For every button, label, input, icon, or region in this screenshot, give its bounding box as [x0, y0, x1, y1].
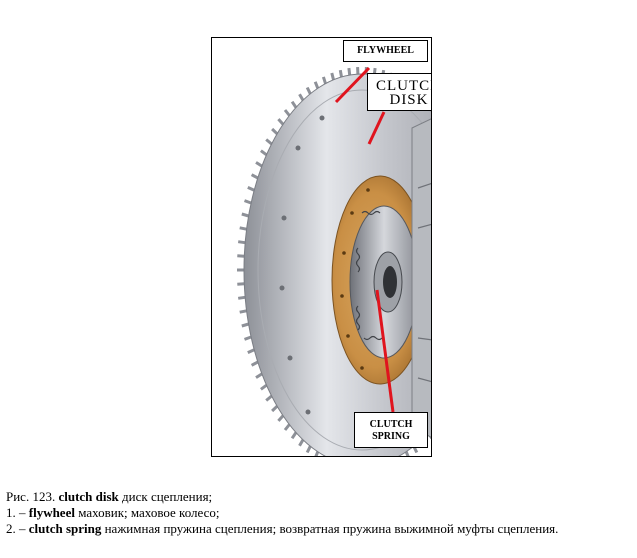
gear-tooth	[250, 360, 259, 367]
gear-tooth	[338, 69, 343, 78]
gear-tooth	[260, 383, 268, 391]
flywheel-bolt-holes	[279, 115, 325, 415]
gear-tooth	[241, 322, 250, 328]
gear-tooth	[290, 431, 298, 440]
gear-tooth	[239, 309, 247, 314]
gear-tooth	[324, 455, 325, 456]
gear-tooth	[347, 67, 352, 76]
gear-tooth	[283, 109, 291, 117]
clutch-disk-pointer	[367, 111, 386, 145]
gear-tooth	[305, 445, 312, 454]
caption-item-1: 1. – flywheel маховик; маховое колесо;	[6, 505, 220, 520]
caption-item-2: 2. – clutch spring нажимная пружина сцеп…	[6, 521, 559, 536]
gear-tooth	[237, 282, 245, 286]
clutch-assembly-illustration	[237, 66, 431, 456]
gear-tooth	[298, 438, 305, 447]
gear-tooth	[255, 372, 263, 379]
gear-tooth	[290, 100, 298, 109]
clutch-spring-callout: CLUTCH SPRING	[354, 412, 428, 448]
gear-tooth	[237, 295, 246, 300]
gear-tooth	[271, 405, 279, 413]
flywheel-pointer	[334, 66, 371, 104]
gear-tooth	[298, 93, 305, 102]
gear-tooth	[260, 149, 268, 157]
caption-title: Рис. 123. clutch disk диск сцепления;	[6, 489, 213, 504]
figure-frame: FLYWHEEL CLUTCH DISK CLUTCH SPRING	[211, 37, 432, 457]
gear-tooth	[277, 118, 285, 126]
gear-tooth	[283, 423, 291, 431]
gear-tooth	[265, 138, 273, 146]
lining-rivets	[340, 188, 370, 370]
caption-item-1-term: flywheel	[28, 505, 75, 520]
gear-tooth	[239, 226, 247, 231]
gear-tooth	[271, 127, 279, 135]
gear-tooth	[255, 161, 263, 168]
gear-tooth	[247, 186, 255, 192]
figure-caption: Рис. 123. clutch disk диск сцепления; 1.…	[6, 489, 626, 537]
gear-tooth	[399, 455, 400, 456]
gear-tooth	[330, 72, 335, 81]
clutch-disk-callout: CLUTCH DISK	[367, 73, 431, 111]
gear-tooth	[277, 414, 285, 422]
gear-tooth	[237, 240, 246, 245]
flywheel-callout: FLYWHEEL	[343, 40, 428, 62]
gear-tooth	[247, 348, 255, 354]
damper-springs	[355, 210, 383, 341]
gear-tooth	[313, 81, 320, 89]
gear-tooth	[250, 173, 259, 180]
gear-tooth	[243, 335, 252, 341]
gear-tooth	[305, 86, 312, 95]
gear-tooth	[243, 199, 252, 205]
gear-tooth	[321, 76, 327, 85]
gear-tooth	[404, 451, 410, 456]
caption-item-2-term: clutch spring	[28, 521, 102, 536]
gear-tooth	[241, 212, 250, 218]
caption-title-term: clutch disk	[58, 489, 119, 504]
clutch-spring-pointer	[375, 289, 395, 413]
gear-tooth	[265, 394, 273, 402]
gear-tooth	[314, 451, 320, 456]
pressure-plate-edge	[411, 118, 431, 438]
